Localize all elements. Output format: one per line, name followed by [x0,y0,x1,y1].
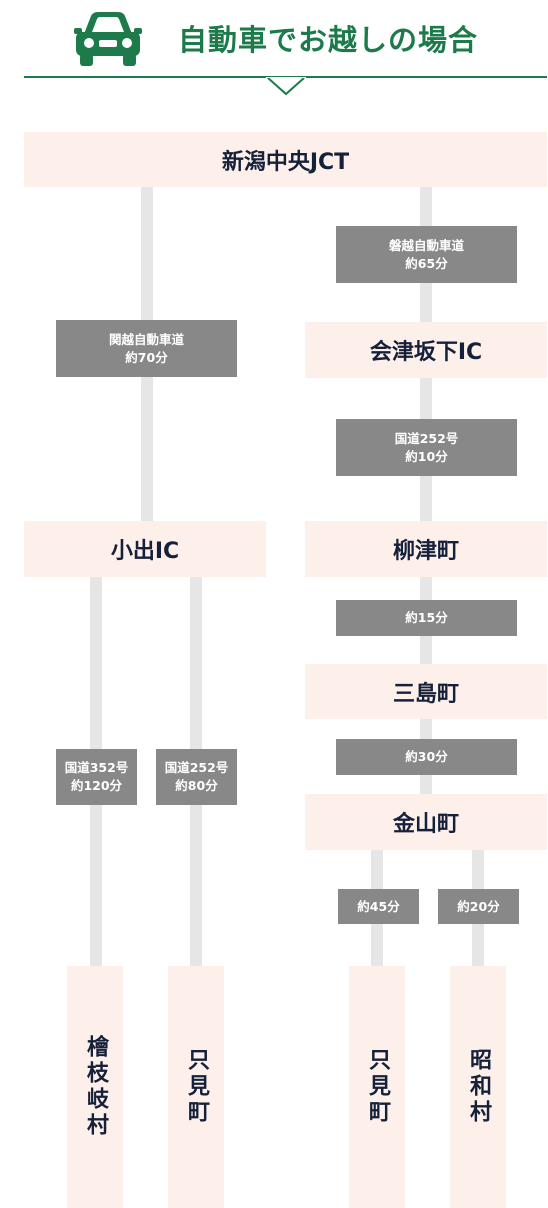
node-mishima: 三島町 [305,664,547,719]
label-road: 磐越自動車道 [388,237,464,253]
node-kaneyama: 金山町 [305,794,547,850]
label-time: 約70分 [125,349,168,365]
label-mishima-kaneyama: 約30分 [336,739,517,775]
node-yanaizu: 柳津町 [305,521,547,577]
label-time: 約10分 [405,448,448,464]
label-kaneyama-tadami: 約45分 [338,889,419,924]
node-showa: 昭和村 [450,966,506,1208]
label-road: 国道352号 [64,760,129,775]
label-time: 約20分 [457,898,500,914]
node-niigata-chuo-jct: 新潟中央JCT [24,132,547,187]
divider-caret-icon [266,77,306,96]
label-time: 約30分 [405,749,448,764]
label-kanetsu: 関越自動車道 約70分 [56,320,237,377]
label-yanaizu-mishima: 約15分 [336,600,517,636]
label-time: 約45分 [357,898,400,914]
page-title: 自動車でお越しの場合 [178,23,479,57]
car-icon [74,12,142,66]
node-tadami-left: 只見町 [168,966,224,1208]
node-tadami-right: 只見町 [349,966,405,1208]
label-time: 約65分 [405,255,448,271]
label-time: 約80分 [175,778,218,793]
label-time: 約15分 [405,610,448,625]
label-road: 関越自動車道 [108,331,184,347]
label-r352: 国道352号 約120分 [56,749,137,805]
label-kaneyama-showa: 約20分 [438,889,519,924]
label-banetsu: 磐越自動車道 約65分 [336,226,517,283]
label-r252-koide: 国道252号 約80分 [156,749,237,805]
node-koide-ic: 小出IC [24,521,266,577]
node-aizu-bange-ic: 会津坂下IC [305,322,547,378]
label-road: 国道252号 [394,430,459,446]
label-r252-aizu: 国道252号 約10分 [336,419,517,476]
label-time: 約120分 [70,778,123,793]
label-road: 国道252号 [164,760,229,775]
node-hinoemata: 檜枝岐村 [67,966,123,1208]
